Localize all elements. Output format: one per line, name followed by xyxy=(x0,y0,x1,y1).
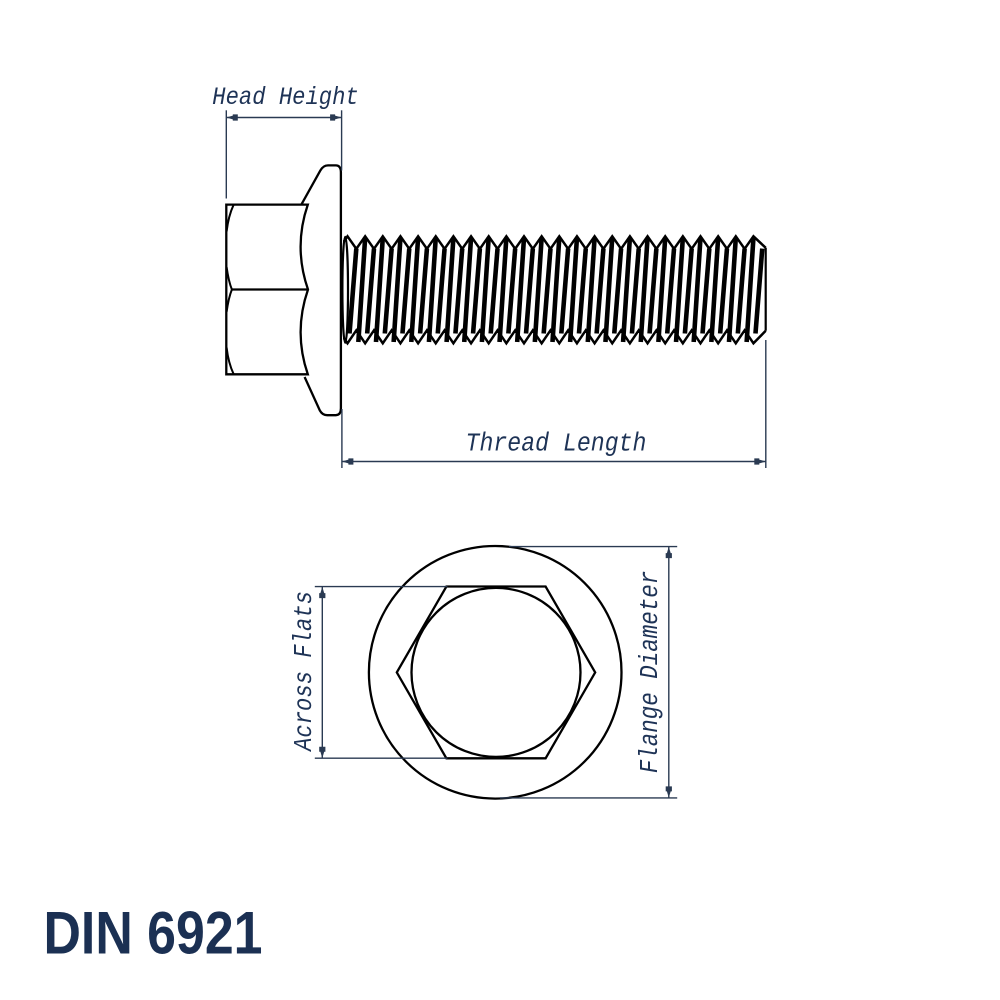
svg-text:Thread Length: Thread Length xyxy=(466,429,647,459)
svg-text:Flange Diameter: Flange Diameter xyxy=(637,571,666,773)
svg-text:DIN 6921: DIN 6921 xyxy=(44,899,263,967)
svg-text:Head Height: Head Height xyxy=(212,84,358,112)
svg-text:Across Flats: Across Flats xyxy=(291,591,320,753)
